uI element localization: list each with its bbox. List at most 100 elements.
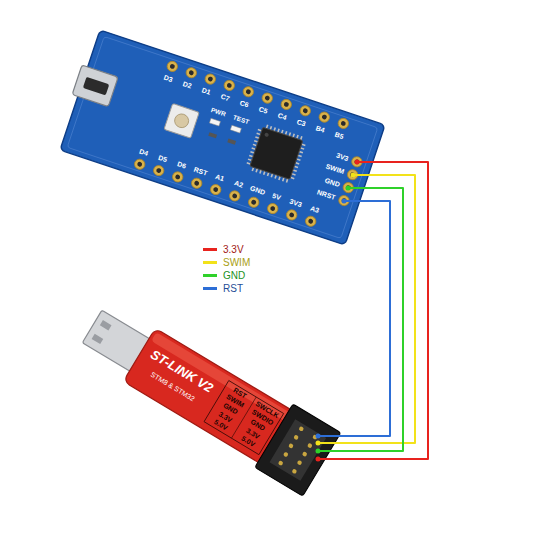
wire-end xyxy=(346,186,351,191)
legend-text: RST xyxy=(223,284,243,294)
wire-end xyxy=(355,160,360,165)
pin-pad xyxy=(242,85,255,98)
wire-end xyxy=(316,449,321,454)
pin-pad xyxy=(247,196,260,209)
smd-part xyxy=(208,132,217,138)
header-pin xyxy=(152,164,165,177)
connector-pin xyxy=(302,451,308,457)
legend-entry: RST xyxy=(203,282,250,295)
header-pin xyxy=(166,60,179,73)
pin-hole xyxy=(213,187,219,193)
legend-entry: SWIM xyxy=(203,256,250,269)
header-pin xyxy=(247,196,260,209)
header-pin xyxy=(190,177,203,190)
pin-hole xyxy=(308,218,314,224)
pin-pad xyxy=(166,60,179,73)
connector-slot xyxy=(270,419,327,480)
usb-opening xyxy=(83,77,109,96)
pwr-led xyxy=(209,118,220,126)
legend-entry: 3.3V xyxy=(203,243,250,256)
pin-pad xyxy=(280,98,293,111)
wire-swim xyxy=(318,175,415,443)
connector-pin xyxy=(291,468,297,474)
header-pin xyxy=(209,183,222,196)
header-pin xyxy=(304,215,317,228)
wire-end xyxy=(316,441,321,446)
connector-pin xyxy=(293,434,299,440)
header-pin xyxy=(204,73,217,86)
header-pin xyxy=(171,170,184,183)
legend-swatch xyxy=(203,261,217,264)
pin-pad xyxy=(285,208,298,221)
pin-pad xyxy=(152,164,165,177)
pin-pad xyxy=(304,215,317,228)
wire-end xyxy=(316,434,321,439)
plug-hole xyxy=(100,320,112,330)
wire-end xyxy=(351,173,356,178)
micro-usb-port xyxy=(72,65,118,107)
pin-hole xyxy=(340,120,346,126)
pin-pad xyxy=(190,177,203,190)
pin-hole xyxy=(283,101,289,107)
pin-pad xyxy=(133,158,146,171)
legend-text: SWIM xyxy=(223,258,250,268)
legend-text: GND xyxy=(223,271,245,281)
pin-hole xyxy=(194,180,200,186)
connector-pin xyxy=(278,460,284,466)
stm8-chip xyxy=(250,127,303,179)
legend-text: 3.3V xyxy=(223,245,244,255)
wire-gnd xyxy=(318,188,403,451)
header-pin xyxy=(228,189,241,202)
pin-hole xyxy=(289,212,295,218)
pin-pad xyxy=(337,117,350,130)
header-pins xyxy=(133,60,373,236)
pin-hole xyxy=(264,95,270,101)
connector-pin xyxy=(307,443,313,449)
pin-hole xyxy=(207,76,213,82)
pin-pad xyxy=(318,111,331,124)
chip-dot xyxy=(264,132,269,137)
legend-swatch xyxy=(203,248,217,251)
header-pin xyxy=(337,117,350,130)
pin-pad xyxy=(261,92,274,105)
wires xyxy=(316,160,429,462)
header-pin xyxy=(133,158,146,171)
wire-rst xyxy=(318,201,390,436)
pin-hole xyxy=(341,198,347,204)
pin-hole xyxy=(350,172,356,178)
connector-pins xyxy=(278,426,318,475)
legend-swatch xyxy=(203,287,217,290)
pin-hole xyxy=(175,174,181,180)
pin-hole xyxy=(188,70,194,76)
pin-pad xyxy=(185,66,198,79)
wire-3v3 xyxy=(318,162,428,459)
stlink-dongle xyxy=(73,295,341,496)
pin-pad xyxy=(204,73,217,86)
reset-button xyxy=(164,103,199,138)
pin-hole xyxy=(302,108,308,114)
connector-pin xyxy=(297,460,303,466)
header-pin xyxy=(280,98,293,111)
stm8-board xyxy=(54,28,385,245)
pin-hole xyxy=(270,206,276,212)
header-pin xyxy=(318,111,331,124)
pin-pad xyxy=(223,79,236,92)
pin-hole xyxy=(345,185,351,191)
pin-hole xyxy=(226,82,232,88)
pin-pad xyxy=(171,170,184,183)
header-pin xyxy=(223,79,236,92)
pin-hole xyxy=(251,199,257,205)
chip-legs xyxy=(245,122,308,184)
wire-end xyxy=(316,457,321,462)
header-pin xyxy=(266,202,279,215)
header-pin xyxy=(299,104,312,117)
header-pin xyxy=(185,66,198,79)
pin-pad xyxy=(299,104,312,117)
connector-pin xyxy=(283,451,289,457)
pin-hole xyxy=(156,168,162,174)
legend-entry: GND xyxy=(203,269,250,282)
header-pin xyxy=(285,208,298,221)
connector-pin xyxy=(288,443,294,449)
